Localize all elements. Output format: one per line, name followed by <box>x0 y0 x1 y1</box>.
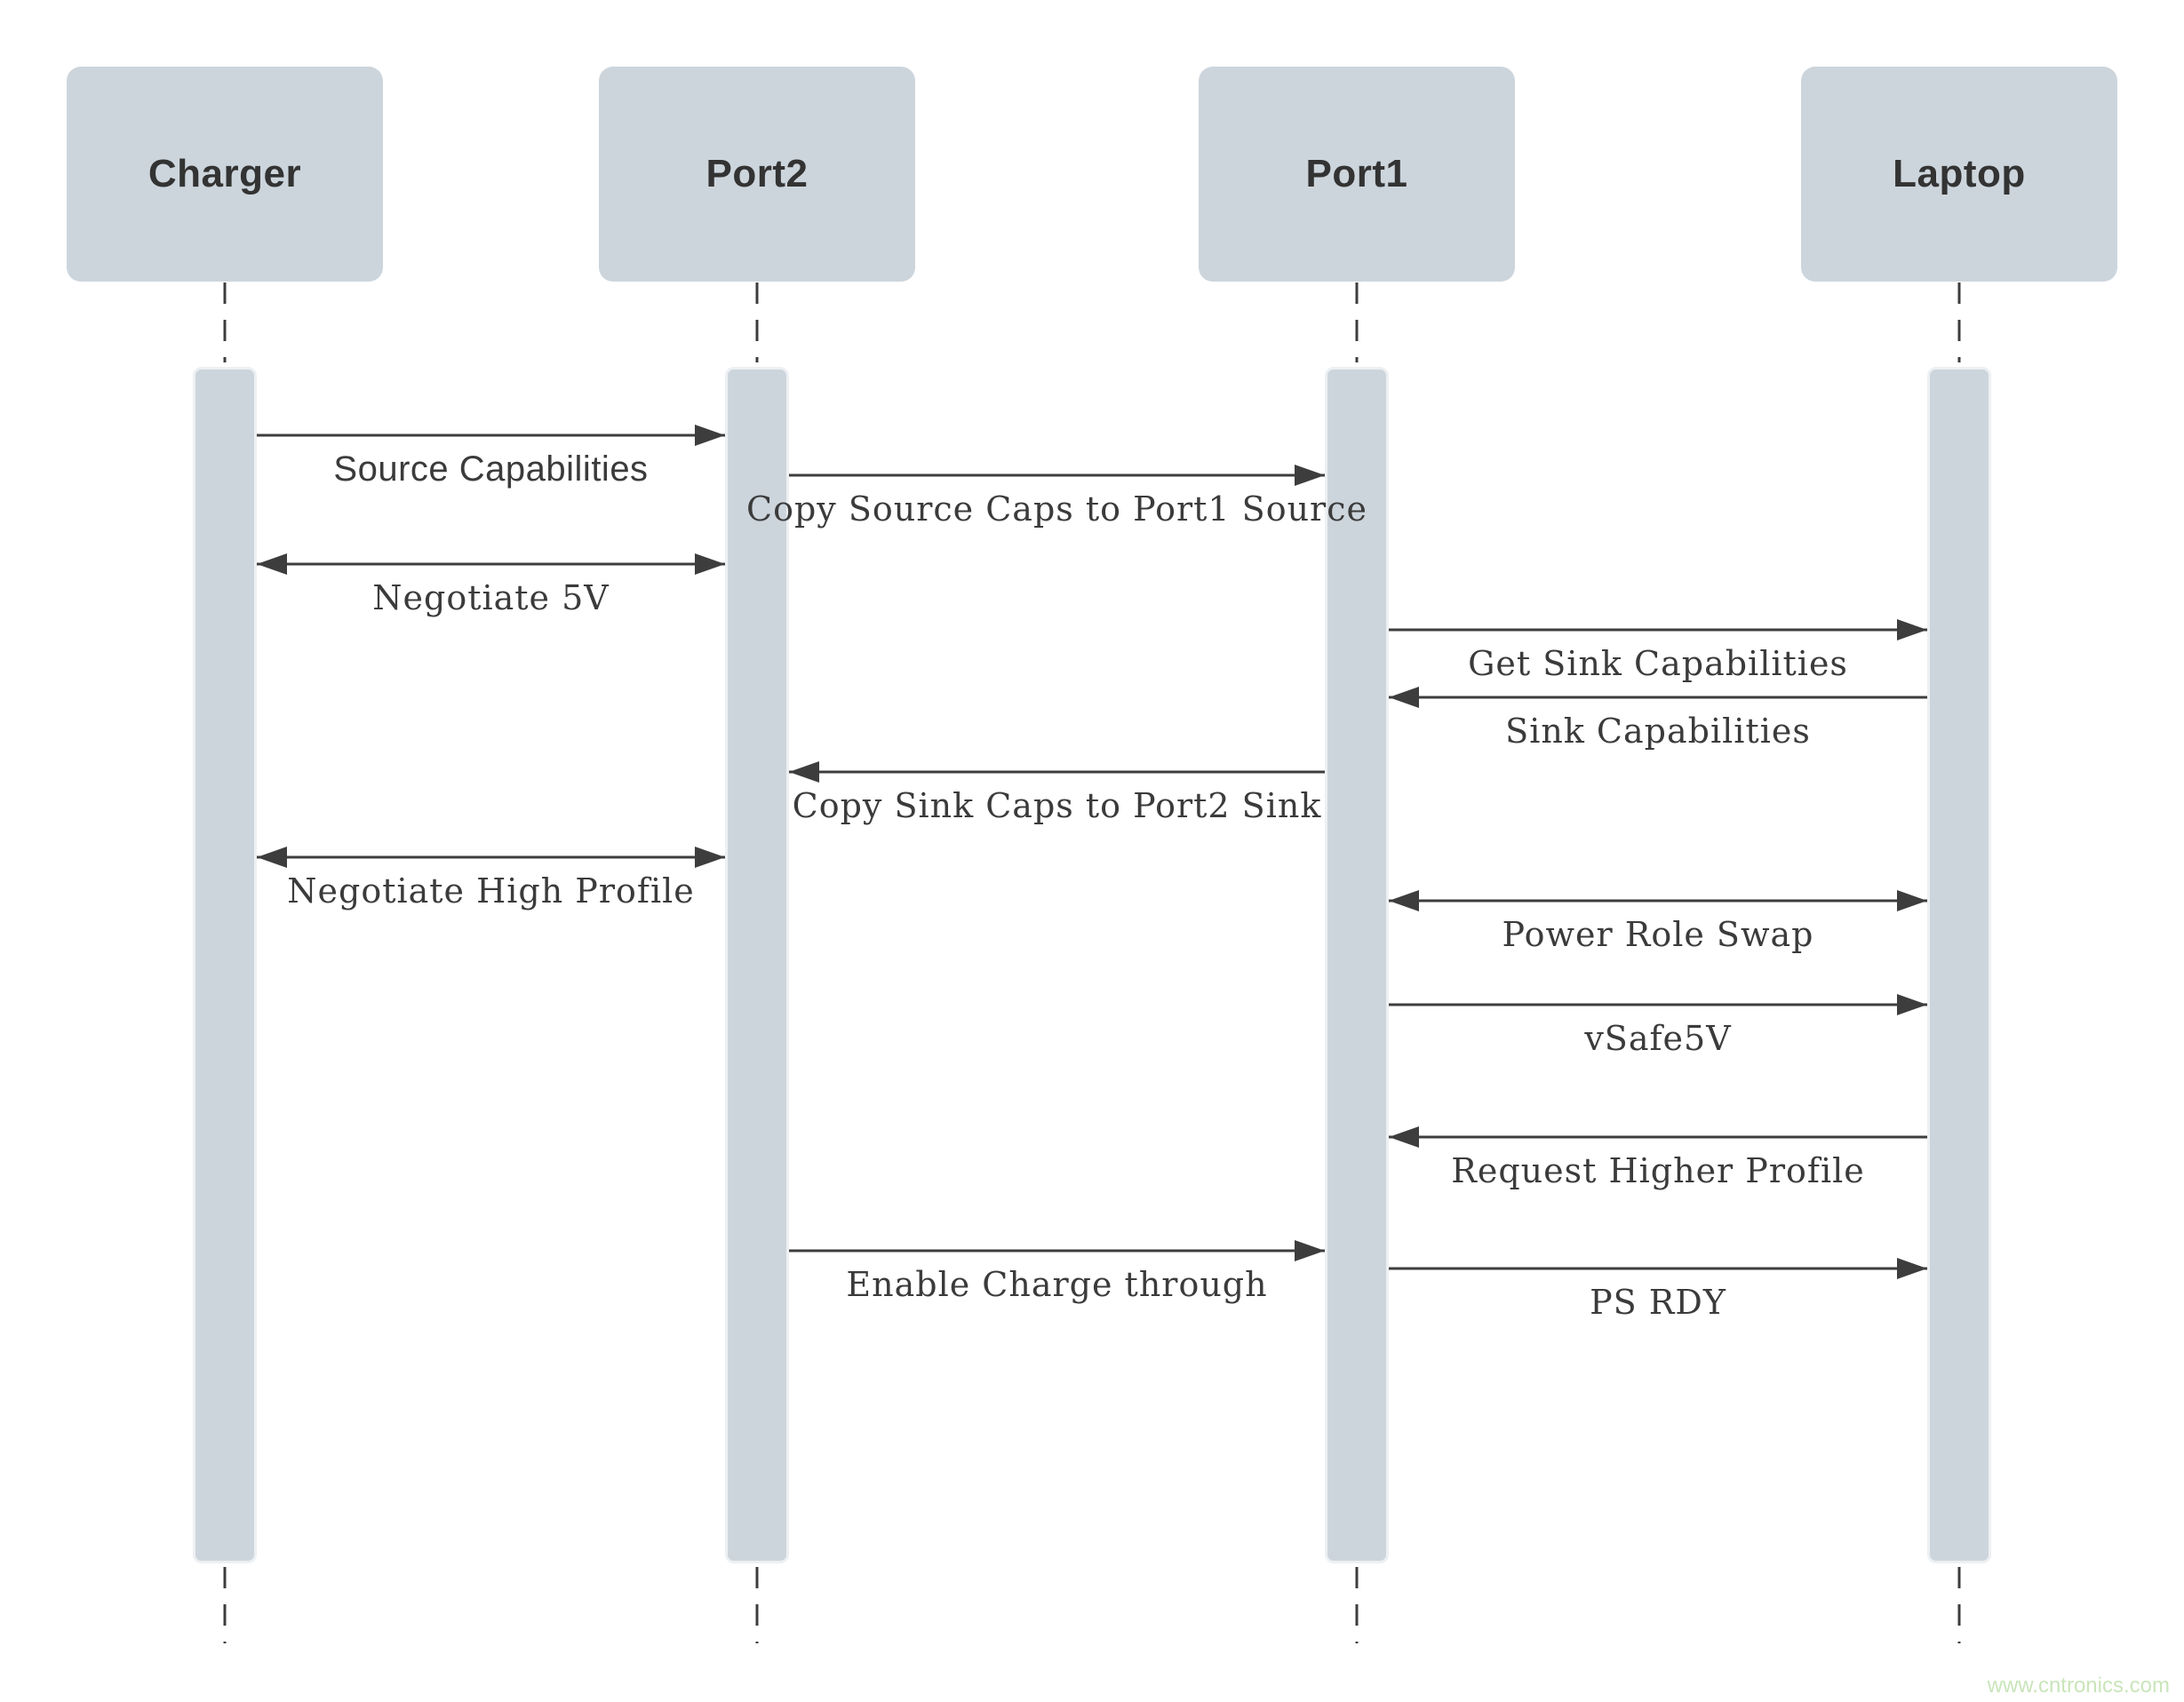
message-label-10: Enable Charge through <box>846 1265 1268 1304</box>
arrowhead-left-icon <box>1389 687 1419 708</box>
arrowhead-right-icon <box>1295 465 1325 486</box>
message-label-3: Get Sink Capabilities <box>1468 644 1848 683</box>
arrowhead-right-icon <box>695 553 725 575</box>
arrowhead-right-icon <box>1897 890 1927 911</box>
message-label-4: Sink Capabilities <box>1505 712 1811 751</box>
message-label-1: Copy Source Caps to Port1 Source <box>745 489 1368 529</box>
actor-label-port2: Port2 <box>705 152 809 195</box>
message-label-0: Source Capabilities <box>333 449 649 489</box>
arrowhead-left-icon <box>1389 1126 1419 1148</box>
actor-label-laptop: Laptop <box>1893 152 2026 195</box>
actor-label-port1: Port1 <box>1305 152 1408 195</box>
activation-bar-charger <box>193 367 257 1563</box>
watermark: www.cntronics.com <box>1987 1674 2170 1698</box>
actor-box-port1: Port1 <box>1199 67 1515 282</box>
message-label-11: PS RDY <box>1590 1283 1726 1322</box>
arrowhead-left-icon <box>257 553 287 575</box>
arrowhead-right-icon <box>1897 619 1927 640</box>
arrowhead-right-icon <box>1897 1258 1927 1279</box>
message-label-7: Power Role Swap <box>1502 915 1814 954</box>
message-label-2: Negotiate 5V <box>372 578 610 617</box>
message-label-8: vSafe5V <box>1584 1019 1732 1058</box>
arrowhead-right-icon <box>695 847 725 868</box>
actor-box-port2: Port2 <box>599 67 915 282</box>
message-label-9: Request Higher Profile <box>1451 1151 1865 1190</box>
message-label-5: Copy Sink Caps to Port2 Sink <box>792 786 1322 825</box>
actor-box-laptop: Laptop <box>1801 67 2117 282</box>
arrowhead-left-icon <box>1389 890 1419 911</box>
arrowhead-right-icon <box>1295 1240 1325 1261</box>
arrowhead-right-icon <box>1897 994 1927 1015</box>
actor-box-charger: Charger <box>67 67 383 282</box>
arrowhead-left-icon <box>789 761 819 783</box>
arrowhead-right-icon <box>695 425 725 446</box>
activation-bar-port2 <box>725 367 789 1563</box>
activation-bar-laptop <box>1927 367 1991 1563</box>
arrowhead-left-icon <box>257 847 287 868</box>
message-label-6: Negotiate High Profile <box>287 871 695 911</box>
actor-label-charger: Charger <box>147 152 302 195</box>
activation-bar-port1 <box>1325 367 1389 1563</box>
